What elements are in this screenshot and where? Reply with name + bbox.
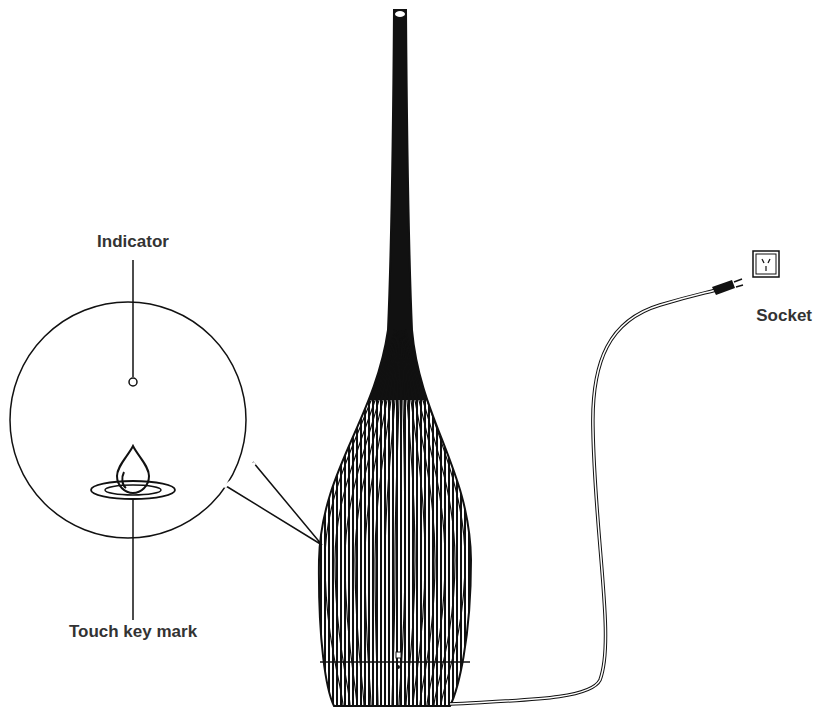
plug-pin [734, 279, 742, 282]
ripple-inner [105, 485, 161, 495]
body-rib [385, 330, 399, 706]
socket-face [756, 254, 776, 274]
part-label: Touch key mark [67, 622, 199, 642]
callout-circle [10, 302, 246, 538]
part-label: Socket [754, 306, 814, 326]
ripple-outer [91, 481, 175, 499]
leader-line [132, 260, 134, 377]
socket-symbol [753, 251, 779, 277]
socket-hole [768, 259, 770, 263]
plug [712, 280, 735, 295]
humidifier-body [300, 0, 500, 711]
mist-outlet [395, 11, 405, 17]
body-rib [402, 330, 425, 706]
socket-hole [762, 259, 764, 263]
body-rib [392, 330, 400, 706]
leader-line [132, 500, 134, 620]
socket-hole [765, 266, 766, 271]
body-rib [365, 330, 398, 706]
plug-pin [736, 285, 743, 287]
humidifier-outline [319, 10, 471, 706]
body-rib [406, 330, 465, 706]
power-cord [450, 290, 716, 704]
body-rib [404, 330, 445, 706]
indicator-light [396, 665, 400, 669]
body-rib [345, 330, 396, 706]
body-rib [375, 330, 398, 706]
body-rib [325, 330, 394, 706]
body-rib [405, 330, 455, 706]
base-seam [320, 661, 470, 663]
part-label: Indicator [95, 232, 171, 252]
body-rib [399, 330, 405, 706]
indicator-dot [129, 378, 137, 386]
power-cord-inner [450, 290, 716, 704]
callout-pointer-gap [224, 463, 255, 487]
touch-key [396, 652, 401, 658]
